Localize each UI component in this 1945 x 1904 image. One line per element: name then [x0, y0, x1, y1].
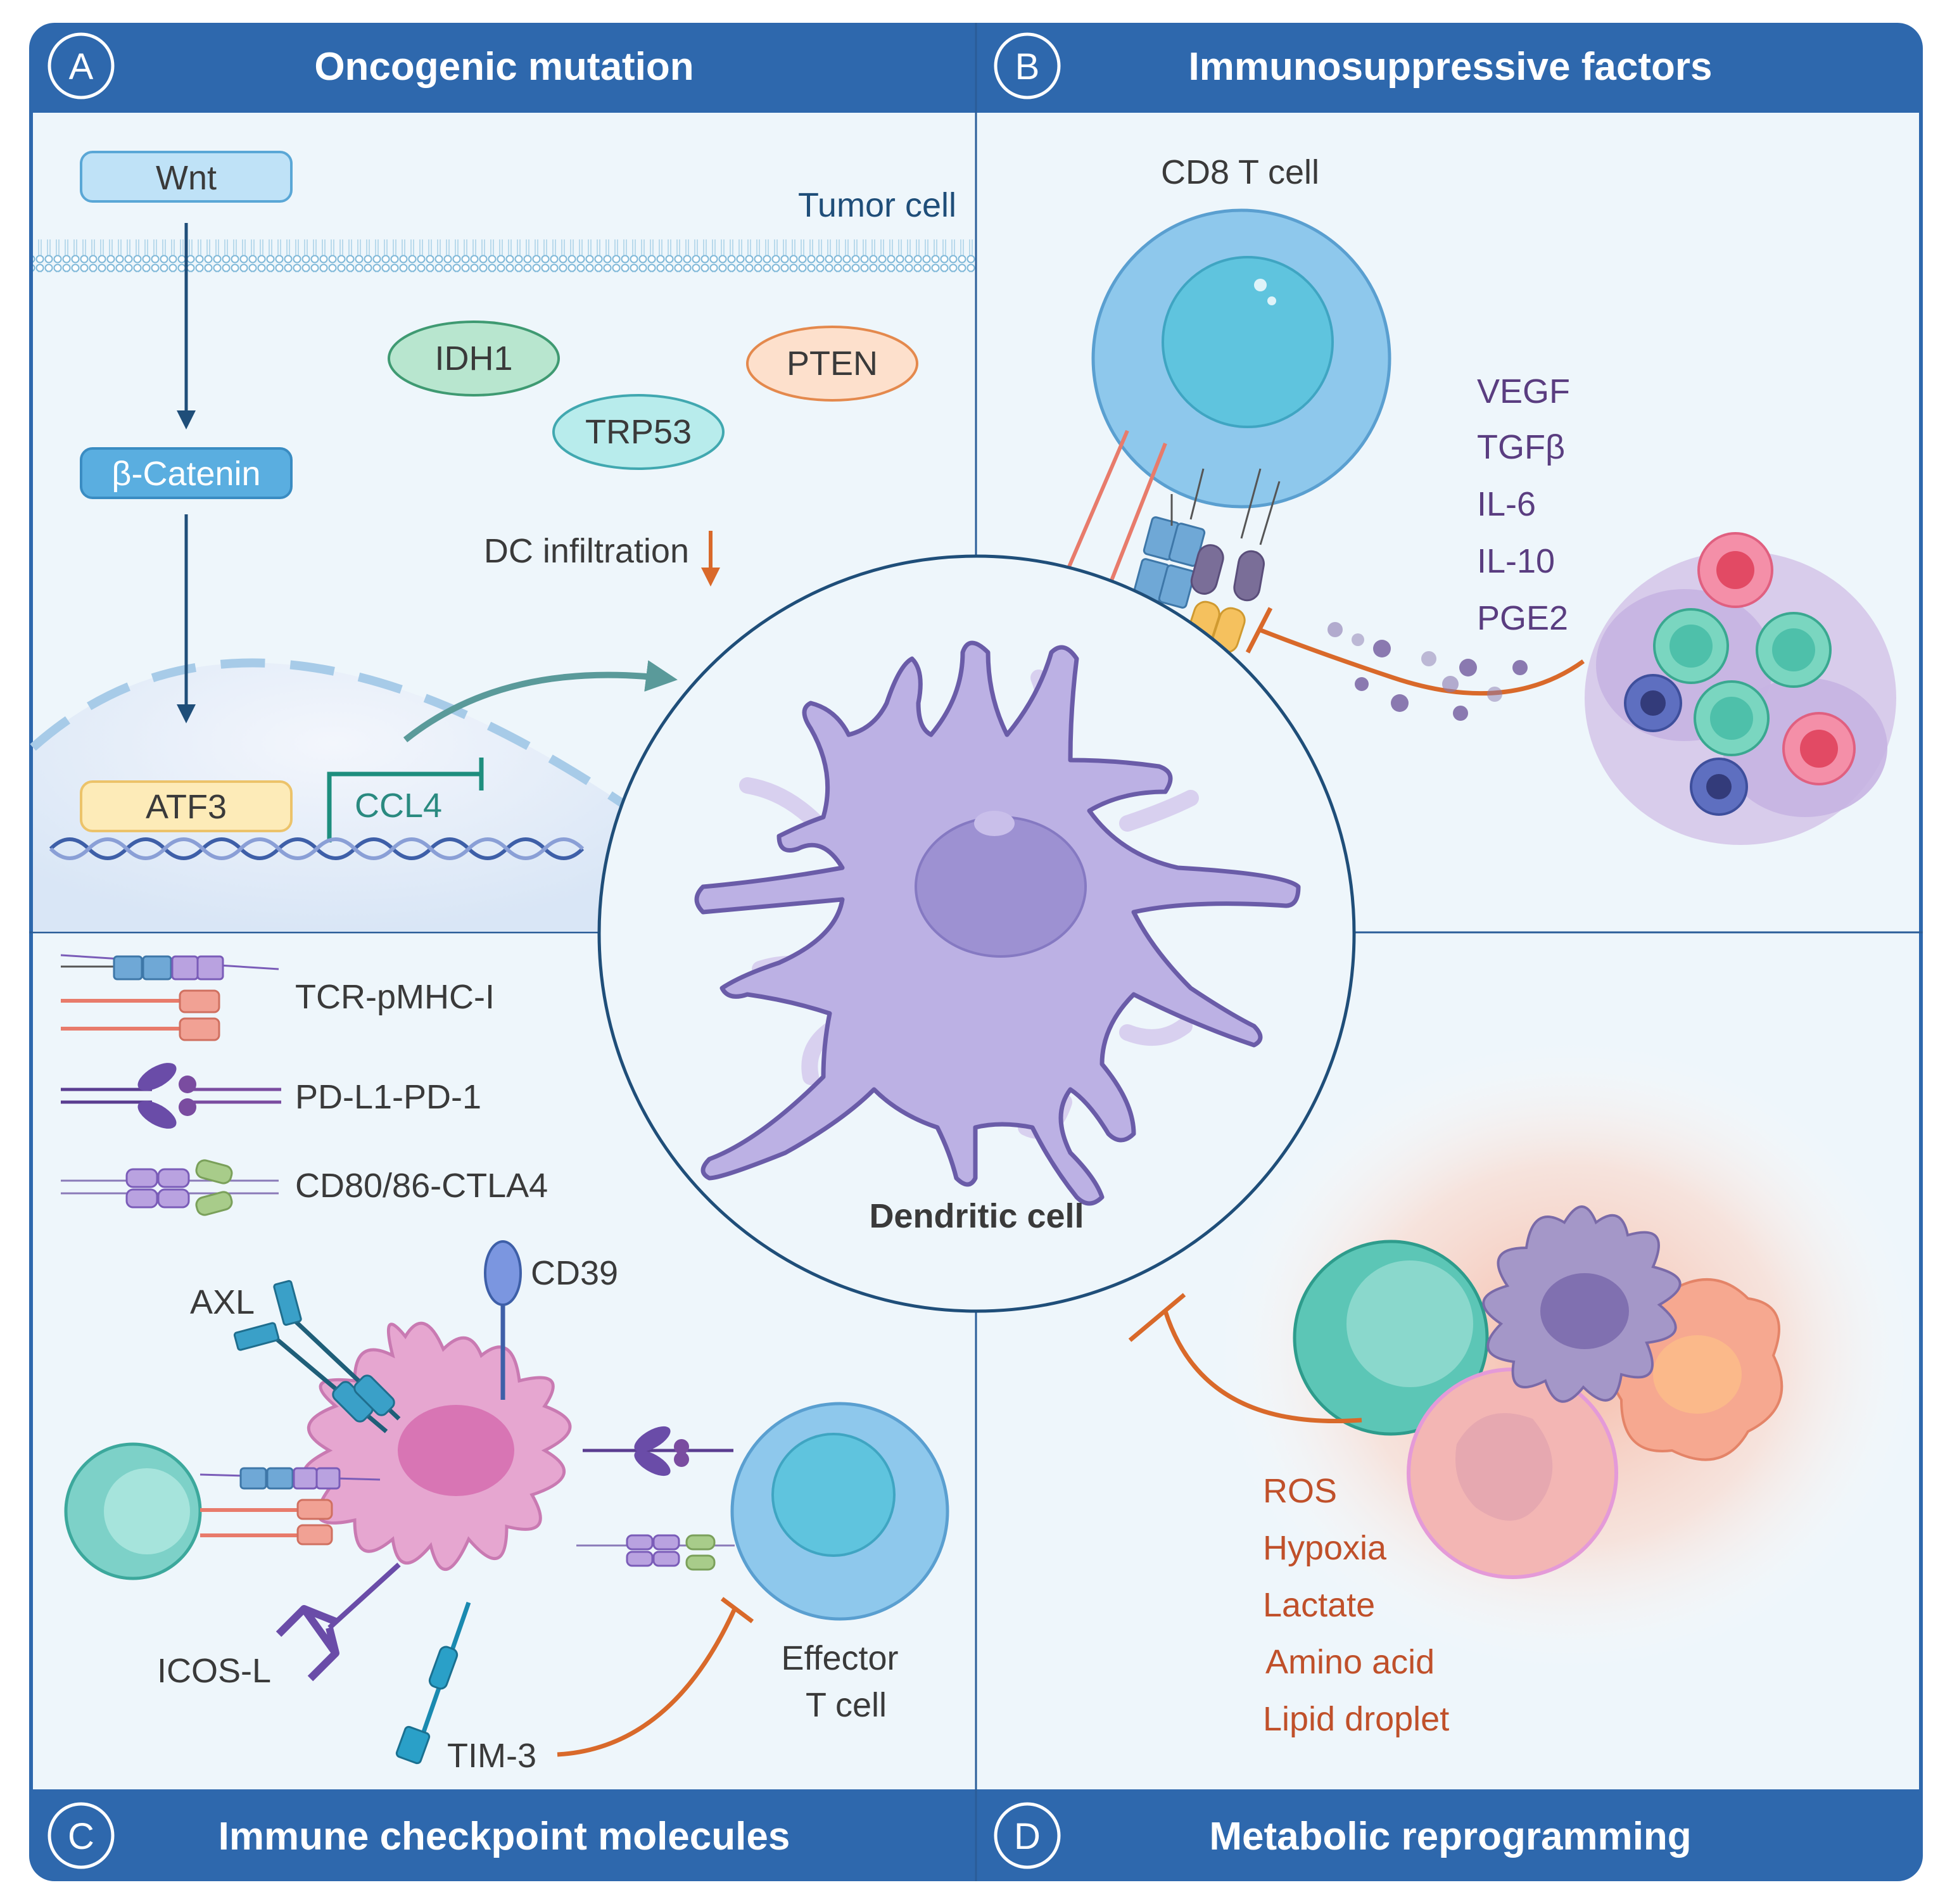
panel-a-content: Tumor cell Wnt β-Catenin IDH1 PTEN TRP53… [30, 151, 975, 932]
icos-l-molecule [276, 1563, 401, 1682]
teal-t-cell-nucleus [1346, 1260, 1473, 1387]
factor-lipid-droplet: Lipid droplet [1263, 1700, 1449, 1738]
trp53-oval [552, 394, 725, 470]
effector-label-2: T cell [806, 1686, 887, 1724]
highlight [1254, 279, 1267, 291]
axl-molecule [233, 1279, 401, 1433]
legend-cd80-ctla4: CD80/86-CTLA4 [61, 1159, 548, 1216]
panel-b-title: Immunosuppressive factors [1189, 45, 1713, 89]
secreted-factors [1327, 622, 1528, 721]
panel-b-content: CD8 T cell [1026, 153, 1896, 845]
nucleus [33, 663, 633, 932]
effector-receptors [576, 1426, 735, 1571]
ccl4-label: CCL4 [355, 787, 442, 825]
legend-label-pdl1: PD-L1-PD-1 [295, 1078, 481, 1116]
effector-t-cell-nucleus [771, 1433, 896, 1557]
factor-list-b: VEGF TGFβ IL-6 IL-10 PGE2 [1477, 372, 1570, 637]
factor-ros: ROS [1263, 1472, 1337, 1510]
factor-list-d: ROS Hypoxia Lactate Amino acid Lipid dro… [1263, 1472, 1449, 1738]
factor-tgfb: TGFβ [1477, 428, 1565, 466]
dna-strand-2 [49, 837, 585, 860]
nucleus-highlight [974, 811, 1015, 836]
idh1-oval [388, 321, 560, 397]
panel-c-letter: C [68, 1816, 94, 1857]
tim3-label: TIM-3 [447, 1737, 536, 1775]
panel-c-content: TCR-pMHC-I PD-L1-PD-1 CD80/86-CTLA4 [60, 954, 949, 1775]
panel-d-letter: D [1014, 1816, 1041, 1857]
panel-c-header: C Immune checkpoint molecules [48, 1802, 790, 1869]
nuclear-envelope [30, 658, 636, 815]
cd8-t-cell-nucleus [1162, 256, 1334, 428]
purple-dc-d-nucleus [1540, 1273, 1629, 1349]
factor-lactate: Lactate [1263, 1586, 1375, 1624]
inhibition-arc-b [1258, 627, 1585, 696]
wnt-label: Wnt [156, 159, 217, 197]
axl-label: AXL [190, 1283, 255, 1321]
legend-label-cd80: CD80/86-CTLA4 [295, 1167, 548, 1205]
icos-l-label: ICOS-L [157, 1652, 271, 1690]
dc-infiltration-label: DC infiltration [484, 532, 689, 570]
dendritic-cell-nucleus [915, 816, 1087, 958]
pink-dc-nucleus [398, 1405, 514, 1496]
dendritic-cell-label: Dendritic cell [869, 1197, 1084, 1235]
legend-label-tcr: TCR-pMHC-I [295, 978, 495, 1016]
panel-b-letter: B [1015, 46, 1040, 87]
factor-amino-acid: Amino acid [1265, 1643, 1435, 1681]
center-dc-group: Dendritic cell [597, 554, 1356, 1313]
ccl4-to-dc-arrow [403, 660, 678, 742]
orange-cell-nucleus [1653, 1335, 1742, 1414]
panel-d-header: D Metabolic reprogramming [994, 1802, 1692, 1869]
wnt-box [80, 151, 293, 203]
inhibition-arc-c [557, 1608, 737, 1757]
panel-c-title: Immune checkpoint molecules [219, 1815, 790, 1858]
cell-membrane [33, 239, 975, 272]
factor-hypoxia: Hypoxia [1263, 1529, 1387, 1567]
legend-tcr-pmhc: TCR-pMHC-I [60, 954, 495, 1041]
factor-il6: IL-6 [1477, 485, 1536, 523]
inhibition-bar-b [1245, 607, 1273, 654]
tumor-cell-label: Tumor cell [798, 186, 956, 224]
beta-catenin-box [80, 447, 293, 499]
inhibition-bar-d [1128, 1293, 1186, 1342]
panel-a-title: Oncogenic mutation [314, 45, 694, 89]
left-tcr-receptor [200, 1467, 381, 1545]
inhibition-bar-c [720, 1597, 754, 1623]
pten-oval [746, 326, 918, 402]
atf3-label: ATF3 [146, 788, 227, 826]
beta-catenin-label: β-Catenin [111, 455, 260, 493]
highlight [1267, 296, 1276, 305]
factor-vegf: VEGF [1477, 372, 1570, 410]
trp53-label: TRP53 [585, 413, 692, 451]
factor-pge2: PGE2 [1477, 599, 1568, 637]
tim3-molecule [395, 1601, 471, 1765]
inhibition-arc-d [1163, 1310, 1362, 1424]
left-t-cell-nucleus [104, 1468, 190, 1554]
pink-cell-chromatin [1455, 1413, 1553, 1521]
cd39-label: CD39 [531, 1254, 618, 1292]
panel-b-header: B Immunosuppressive factors [994, 32, 1713, 99]
tumor-cluster [1585, 532, 1896, 845]
idh1-label: IDH1 [434, 340, 512, 378]
effector-label-1: Effector [781, 1639, 898, 1677]
ccl4-promoter [327, 771, 481, 842]
legend-pdl1-pd1: PD-L1-PD-1 [61, 1063, 481, 1129]
cd8-t-cell-label: CD8 T cell [1161, 153, 1319, 191]
atf3-box [80, 780, 293, 832]
pten-label: PTEN [787, 345, 878, 383]
panel-a-header: A Oncogenic mutation [48, 32, 694, 99]
cd39-molecule [484, 1240, 522, 1306]
panel-a-letter: A [69, 46, 94, 87]
panel-d-title: Metabolic reprogramming [1209, 1815, 1691, 1858]
factor-il10: IL-10 [1477, 542, 1555, 580]
panel-d-content: ROS Hypoxia Lactate Amino acid Lipid dro… [1128, 1039, 1925, 1738]
